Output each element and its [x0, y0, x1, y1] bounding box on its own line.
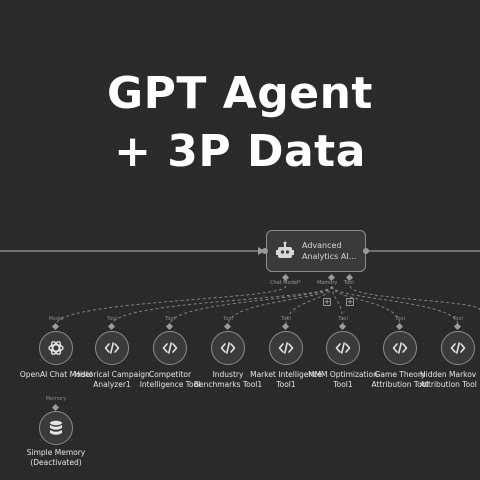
- agent-input-handle[interactable]: [262, 248, 268, 254]
- wire-tool-8: [349, 285, 480, 311]
- memory-node-label: Simple Memory (Deactivated): [13, 448, 99, 468]
- code-icon: [104, 342, 120, 354]
- node-label-line-1: Industry: [212, 370, 244, 379]
- node-label-line-1: Competitor: [148, 370, 192, 379]
- market-intelligence-tool-node[interactable]: [269, 331, 303, 365]
- advanced-analytics-agent-node[interactable]: Advanced Analytics AI...: [266, 230, 366, 272]
- code-icon: [220, 342, 236, 354]
- node-label-line-1: Hidden Markov: [420, 370, 477, 379]
- hidden-markov-attribution-tool-node[interactable]: [441, 331, 475, 365]
- agent-title-line-2: Analytics AI...: [302, 252, 357, 261]
- node-label-line-1: MMM Optimization: [308, 370, 378, 379]
- node-label-line-2: Tool1: [276, 380, 296, 389]
- wire-tool-5: [331, 285, 344, 326]
- openai-icon: [48, 341, 64, 355]
- node-label: MMM Optimization Tool1: [300, 370, 386, 390]
- node-label: Industry Benchmarks Tool1: [185, 370, 271, 390]
- mmm-optimization-tool-node[interactable]: [326, 331, 360, 365]
- node-label: OpenAI Chat Model: [13, 370, 99, 380]
- node-tag: Tool: [395, 316, 405, 322]
- node-tag: Tool: [281, 316, 291, 322]
- node-label-line-2: Tool1: [333, 380, 353, 389]
- industry-benchmarks-tool-node[interactable]: [211, 331, 245, 365]
- node-label: Game Theory Attribution Tool: [357, 370, 443, 390]
- memory-node-tag: Memory: [45, 396, 67, 402]
- code-icon: [450, 342, 466, 354]
- code-icon: [392, 342, 408, 354]
- add-memory-button[interactable]: +: [323, 298, 331, 306]
- headline-line-1: GPT Agent: [107, 68, 373, 119]
- chat-model-port-label: Chat Model*: [270, 280, 301, 286]
- memory-node-label-line-1: Simple Memory: [26, 448, 86, 457]
- wire-tool-7: [331, 285, 459, 326]
- memory-port-label: Memory: [317, 280, 338, 286]
- node-label-line-1: Game Theory: [374, 370, 426, 379]
- code-icon: [162, 342, 178, 354]
- node-label-line-1: Market Intelligence: [250, 370, 322, 379]
- simple-memory-node[interactable]: [39, 411, 73, 445]
- wire-tool-2: [169, 285, 333, 326]
- node-label-line-2: Analyzer1: [93, 380, 131, 389]
- historical-campaign-analyzer-node[interactable]: [95, 331, 129, 365]
- node-tag: Tool: [338, 316, 348, 322]
- node-tag: Tool: [107, 316, 117, 322]
- game-theory-attribution-tool-node[interactable]: [383, 331, 417, 365]
- headline-line-2: + 3P Data: [114, 126, 366, 177]
- wire-chat-model: [55, 285, 287, 326]
- wire-tool-1: [111, 285, 333, 326]
- agent-title-line-1: Advanced: [302, 241, 342, 250]
- add-tool-button[interactable]: +: [346, 298, 354, 306]
- node-label-line-1: OpenAI Chat Model: [19, 370, 93, 379]
- wire-tool-4: [285, 285, 333, 326]
- node-tag: Tool: [453, 316, 463, 322]
- wire-tool-6: [331, 285, 401, 326]
- node-label-line-1: Historical Campaign: [74, 370, 150, 379]
- node-label-line-2: Benchmarks Tool1: [193, 380, 263, 389]
- node-tag: Tool: [223, 316, 233, 322]
- input-arrow: [258, 247, 265, 255]
- agent-output-handle[interactable]: [363, 248, 369, 254]
- code-icon: [335, 342, 351, 354]
- competitor-intelligence-tool-node[interactable]: [153, 331, 187, 365]
- tool-port-label: Tool: [344, 280, 354, 286]
- code-icon: [278, 342, 294, 354]
- openai-chat-model-node[interactable]: [39, 331, 73, 365]
- robot-icon: [276, 241, 294, 258]
- database-icon: [50, 420, 62, 435]
- node-label-line-2: Attribution Tool: [371, 380, 429, 389]
- node-label: Historical Campaign Analyzer1: [69, 370, 155, 390]
- memory-node-label-line-2: (Deactivated): [30, 458, 82, 467]
- node-label: Hidden Markov Attribution Tool: [420, 370, 480, 390]
- node-tag: Tool: [165, 316, 175, 322]
- agent-title: Advanced Analytics AI...: [302, 240, 364, 262]
- node-label-line-2: Intelligence Tool: [139, 380, 201, 389]
- node-label: Competitor Intelligence Tool: [127, 370, 213, 390]
- node-label: Market Intelligence Tool1: [243, 370, 329, 390]
- wire-tool-3: [227, 285, 333, 326]
- node-tag: Model: [48, 316, 64, 322]
- node-label-line-2: Attribution Tool: [420, 380, 477, 389]
